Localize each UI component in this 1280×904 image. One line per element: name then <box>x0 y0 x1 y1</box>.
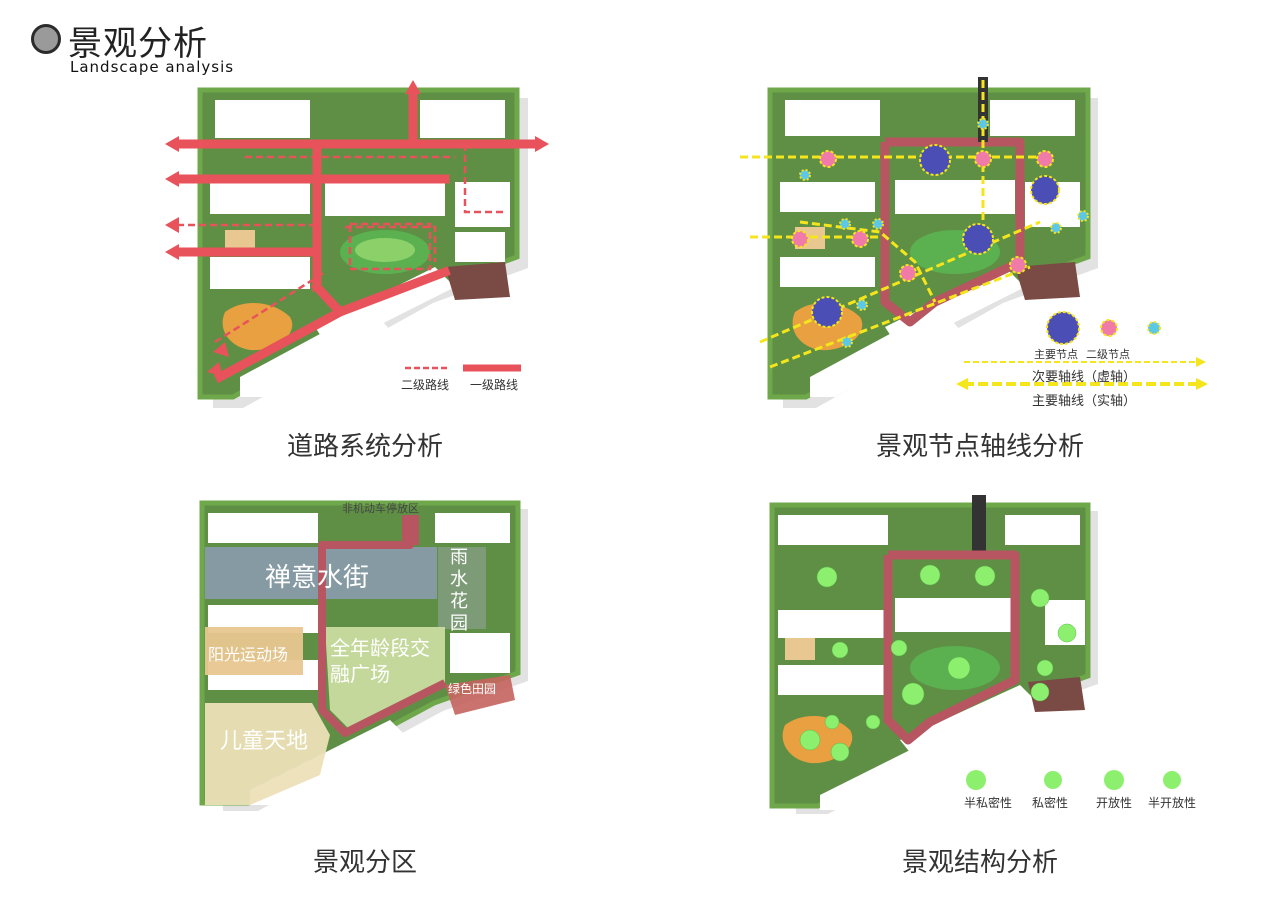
private-legend-icon <box>1044 771 1062 789</box>
rain-garden-label: 雨水花园 <box>450 547 468 634</box>
sun-sports-label: 阳光运动场 <box>208 645 289 664</box>
private-label: 私密性 <box>1032 796 1069 810</box>
page-subtitle: Landscape analysis <box>70 58 235 76</box>
zone-caption: 景观分区 <box>312 848 417 878</box>
major-node-label: 主要节点 <box>1034 348 1078 361</box>
all-age-plaza-label: 全年龄段交融广场 <box>330 636 430 686</box>
page-title: 景观分析 <box>68 24 208 64</box>
green-field-label: 绿色田园 <box>448 682 497 696</box>
semi-private-legend-icon <box>966 770 986 790</box>
structure-panel: 半私密性 私密性 开放性 半开放性 <box>760 490 1210 820</box>
road-site-plan <box>165 80 549 408</box>
zone-panel: 非机动车停放区 禅意水街 雨水花园 阳光运动场 全年龄段交融广场 绿色田园 儿童… <box>190 485 540 815</box>
page-header: 景观分析 Landscape analysis <box>28 14 288 84</box>
major-axis-label: 主要轴线（实轴） <box>1032 394 1137 409</box>
zone-site-plan <box>199 500 528 811</box>
major-node-legend-icon <box>1046 311 1080 345</box>
node-axis-panel: 主要节点 二级节点 次要轴线（虚轴） 主要轴线（实轴） <box>740 72 1220 412</box>
parking-zone-label: 非机动车停放区 <box>342 502 419 515</box>
open-label: 开放性 <box>1096 796 1133 810</box>
minor-node-label: 二级节点 <box>1086 348 1130 361</box>
structure-site-plan <box>769 495 1181 814</box>
open-legend-icon <box>1104 770 1124 790</box>
secondary-route-label: 二级路线 <box>401 378 450 392</box>
structure-caption: 景观结构分析 <box>901 848 1058 878</box>
node-axis-site-plan <box>740 77 1208 408</box>
minor-node-legend-icon <box>1100 319 1118 337</box>
road-caption: 道路系统分析 <box>286 432 443 462</box>
node-axis-caption: 景观节点轴线分析 <box>875 432 1084 462</box>
semi-open-legend-icon <box>1163 771 1181 789</box>
primary-route-label: 一级路线 <box>470 378 519 392</box>
minor-axis-label: 次要轴线（虚轴） <box>1032 370 1137 385</box>
semi-private-label: 半私密性 <box>964 796 1013 810</box>
kids-world-label: 儿童天地 <box>220 729 309 754</box>
semi-open-label: 半开放性 <box>1148 796 1197 810</box>
tertiary-node-legend-icon <box>1147 321 1161 335</box>
bullet-dot-icon <box>31 24 61 54</box>
chan-water-street-label: 禅意水街 <box>265 563 370 593</box>
road-analysis-panel: 二级路线 一级路线 <box>165 72 555 412</box>
